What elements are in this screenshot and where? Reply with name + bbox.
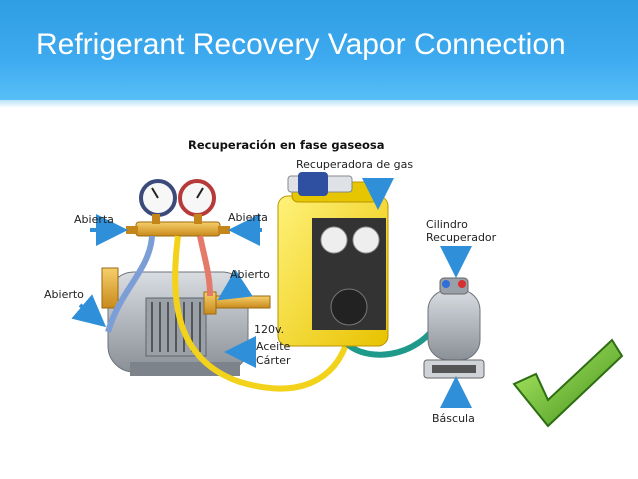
label-voltage: 120v.: [254, 323, 285, 336]
label-open-valve: Abierto: [230, 268, 270, 281]
recovery-cylinder: [427, 277, 481, 361]
label-oil-line2: Cárter: [256, 354, 291, 367]
arrow-icon: [71, 178, 472, 408]
label-cylinder-line2: Recuperador: [426, 231, 497, 244]
label-oil-line1: Aceite: [256, 340, 291, 353]
slide-title: Refrigerant Recovery Vapor Connection: [36, 28, 566, 61]
slide-header: Refrigerant Recovery Vapor Connection: [0, 0, 638, 108]
label-open-compressor: Abierto: [44, 288, 84, 301]
label-open-right: Abierta: [228, 211, 268, 224]
blue-hose: [105, 235, 155, 333]
scale: [423, 359, 485, 379]
diagram-heading: Recuperación en fase gaseosa: [188, 138, 385, 152]
label-open-left: Abierta: [74, 213, 114, 226]
manifold-gauge-set: [126, 179, 230, 237]
yellow-hose: [172, 235, 355, 392]
label-cylinder-line1: Cilindro: [426, 218, 468, 231]
label-recovery-unit: Recuperadora de gas: [296, 158, 414, 171]
checkmark-icon: [512, 338, 624, 428]
compressor: [101, 267, 271, 376]
red-hose: [197, 235, 213, 297]
label-scale: Báscula: [432, 412, 475, 425]
recovery-machine: [277, 172, 389, 347]
